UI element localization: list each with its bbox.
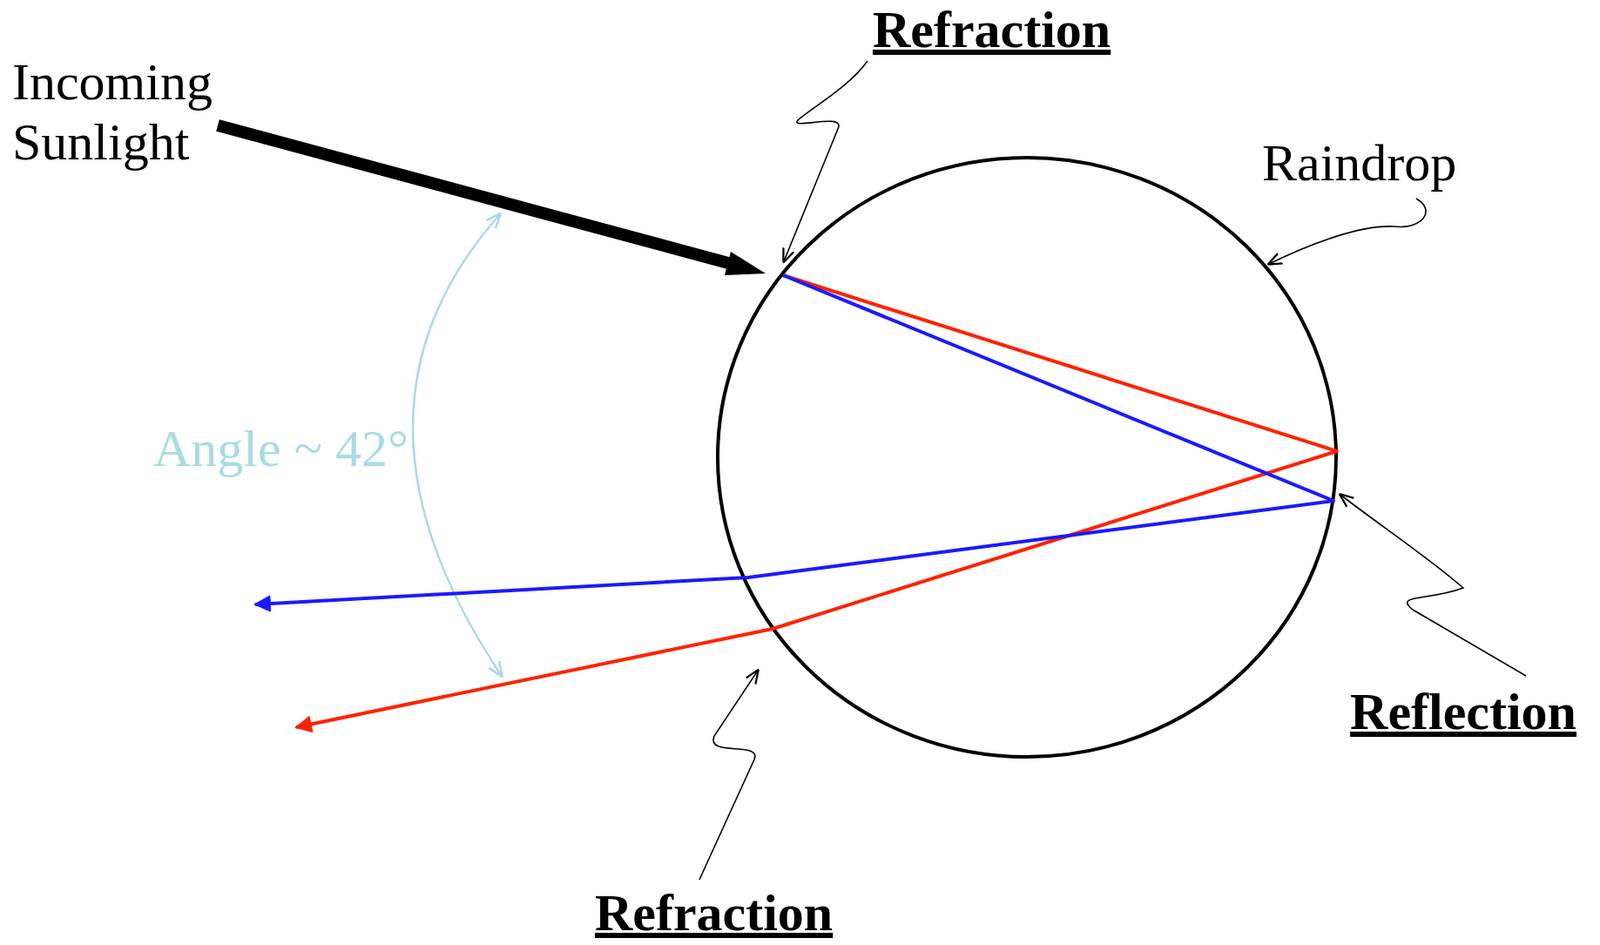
leader-line xyxy=(699,670,758,880)
leader-line xyxy=(1340,494,1526,676)
raindrop-label: Raindrop xyxy=(1262,136,1457,190)
sunlight-arrow-head xyxy=(724,251,766,276)
reflection-label: Reflection xyxy=(1350,685,1577,738)
sunlight-label: Incoming Sunlight xyxy=(12,52,248,173)
angle-arc xyxy=(412,214,502,676)
angle-label: Angle ~ 42° xyxy=(149,422,412,475)
raindrop-outline xyxy=(717,157,1337,757)
leader-line xyxy=(1269,198,1426,264)
leader-line xyxy=(783,60,868,262)
refraction-label: Refraction xyxy=(872,3,1111,56)
refraction-label: Refraction xyxy=(594,886,833,939)
blue-ray xyxy=(255,275,1334,605)
sunlight-arrow-shaft xyxy=(217,125,729,264)
red-ray xyxy=(296,275,1337,728)
